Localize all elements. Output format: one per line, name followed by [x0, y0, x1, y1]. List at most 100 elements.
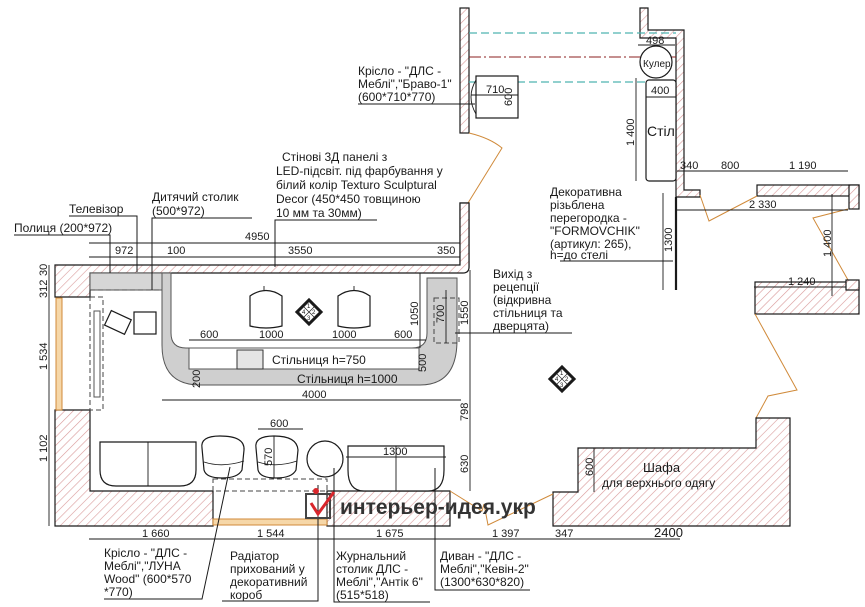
kids-table-label-1: Дитячий столик	[152, 190, 239, 204]
dim-350: 350	[437, 245, 455, 257]
upper-corridor: 710 600 498 Кулер 400 Стіл 1 400	[459, 7, 701, 269]
dim-710: 710	[486, 84, 504, 96]
dim-4000: 4000	[302, 389, 326, 401]
window-left	[55, 297, 63, 411]
dim-500: 500	[417, 354, 429, 372]
door-swing-bottom	[449, 490, 554, 526]
radiator-label-1: Радіатор	[230, 549, 279, 563]
wall-panels-label-4: Decor (450*450 товщиною	[276, 192, 421, 206]
dim-1400-desk: 1 400	[625, 118, 637, 146]
kids-table-label-2: (500*972)	[152, 204, 205, 218]
luna-label-2: Меблі","ЛУНА	[104, 559, 181, 573]
bravo-label-3: (600*710*770)	[358, 90, 435, 104]
dim-400: 400	[651, 85, 669, 97]
partition-label-4: "FORMOVCHIK"	[550, 224, 640, 238]
dim-570: 570	[263, 448, 275, 466]
coffee-table-label-2: столик ДЛС -	[336, 562, 408, 576]
sofa-right: 1300	[346, 445, 446, 492]
dim-340: 340	[680, 160, 698, 172]
dim-1050: 1050	[409, 302, 421, 326]
desk-label: Стіл	[647, 123, 675, 139]
dim-1190: 1 190	[789, 160, 817, 172]
watermark-text: интерьер-идея.укр	[340, 496, 536, 519]
dim-1102: 1 102	[38, 434, 50, 462]
door-swing-lower	[754, 313, 798, 419]
wall-corridor-left	[459, 7, 470, 134]
dim-1534: 1 534	[38, 342, 50, 370]
dim-1397: 1 397	[492, 528, 520, 540]
coffee-table-label-3: Меблі","Антік 6"	[336, 575, 423, 589]
compass-digit-2: 2	[312, 310, 316, 316]
radiator-label-2: прихований у	[230, 562, 305, 576]
dim-200: 200	[191, 370, 203, 388]
right-rooms: Шафа для верхнього одягу 600 340 800 1 1…	[552, 160, 860, 527]
wall-panels-label-3: білий колір Texturo Sculptural	[276, 178, 437, 192]
dim-100: 100	[167, 245, 185, 257]
counter-750-label: Стільниця h=750	[272, 353, 366, 367]
compass2-digit-2: 2	[565, 377, 569, 383]
compass2-digit-3: 3	[560, 383, 564, 389]
dim-1000-b: 1000	[332, 329, 356, 341]
partition-label-2: різьблена	[550, 198, 605, 212]
compass-marker: 1 2 3 4	[294, 297, 324, 327]
coffee-table	[306, 440, 344, 478]
dim-600-chair: 600	[270, 418, 288, 430]
dim-600-bravo: 600	[503, 88, 515, 106]
armchair-luna-1	[201, 435, 245, 479]
compass-digit-3: 3	[307, 316, 311, 322]
dim-600-a: 600	[200, 329, 218, 341]
dim-1675: 1 675	[376, 528, 404, 540]
dim-1300-partition: 1300	[663, 228, 675, 252]
partition-label-1: Декоративна	[550, 185, 622, 199]
wall-corridor-right	[639, 7, 701, 198]
dim-30: 30	[38, 264, 50, 276]
watermark-logo-icon	[305, 488, 336, 519]
dim-1300: 1300	[383, 446, 407, 458]
counter-1000-label: Стільниця h=1000	[297, 372, 398, 386]
compass-digit-1: 1	[307, 304, 311, 310]
kids-table	[133, 311, 157, 335]
dim-4950: 4950	[245, 231, 269, 243]
sofa-label-2: Меблі","Кевін-2"	[440, 562, 529, 576]
kids-chair	[103, 309, 133, 336]
office-chair-1	[249, 286, 283, 329]
window-bottom	[212, 518, 328, 526]
watermark: интерьер-идея.укр	[305, 488, 536, 519]
wall-right-upper	[756, 184, 860, 197]
dim-1240: 1 240	[788, 276, 816, 288]
bravo-label-2: Меблі","Браво-1"	[358, 77, 452, 91]
sofa-label-3: (1300*630*820)	[440, 575, 524, 589]
shelf-side-inner	[93, 310, 101, 398]
partition-label-3: перегородка -	[550, 211, 627, 225]
dim-1400-right: 1 400	[822, 229, 834, 257]
dim-347: 347	[555, 528, 573, 540]
dim-600-b: 600	[394, 329, 412, 341]
dim-312: 312	[38, 280, 50, 298]
counter-appliance	[236, 349, 264, 370]
dim-972: 972	[115, 245, 133, 257]
dim-2330: 2 330	[749, 199, 777, 211]
dim-1660: 1 660	[142, 528, 170, 540]
wall-panels-label-5: 10 мм та 30мм)	[276, 206, 362, 220]
dim-1544: 1 544	[257, 528, 285, 540]
door-swing-upper	[699, 194, 758, 222]
wardrobe-subtitle: для верхнього одягу	[602, 476, 715, 490]
wall-right-middle-end	[845, 279, 860, 291]
radiator-box	[212, 478, 328, 492]
compass-digit-4: 4	[302, 310, 306, 316]
compass-marker-2: 1 2 3 4	[547, 364, 577, 394]
wardrobe-title: Шафа	[643, 460, 681, 475]
dim-798: 798	[459, 403, 471, 421]
exit-label-5: дверцята)	[493, 319, 549, 333]
radiator-label-3: декоративний	[230, 575, 307, 589]
office-chair-2	[337, 286, 371, 329]
desk: 400 Стіл 1 400	[625, 78, 677, 182]
luna-label-1: Крісло - "ДЛС -	[104, 546, 187, 560]
coffee-table-label-1: Журнальний	[336, 549, 406, 563]
dim-3550: 3550	[288, 245, 312, 257]
luna-label-4: *770)	[104, 585, 133, 599]
tv-label: Телевізор	[69, 202, 124, 216]
dim-1000-a: 1000	[259, 329, 283, 341]
dim-630: 630	[459, 455, 471, 473]
